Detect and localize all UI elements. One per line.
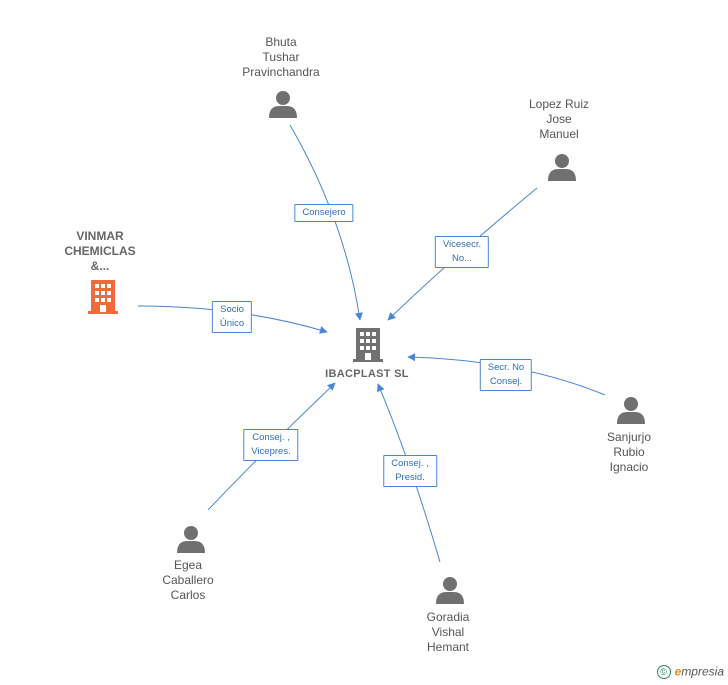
copyright-notice: ©empresia [656,663,724,679]
edge-label-lopez: Vicesecr. No... [434,236,490,268]
person-label-egea[interactable]: Egea Caballero Carlos [162,558,214,602]
person-icon[interactable] [436,577,464,604]
edge-label-egea: Consej. , Vicepres. [243,429,299,461]
person-icon[interactable] [269,91,297,118]
person-icon[interactable] [177,526,205,553]
person-icon[interactable] [548,154,576,181]
edge-bhuta [289,124,363,321]
edge-label-goradia: Consej. , Presid. [383,455,437,487]
person-label-sanjurjo[interactable]: Sanjurjo Rubio Ignacio [606,430,652,474]
person-icon[interactable] [617,397,645,424]
company-building-icon[interactable] [88,280,118,314]
person-label-goradia[interactable]: Goradia Vishal Hemant [426,610,470,654]
center-label[interactable]: IBACPLAST SL [325,368,409,380]
person-label-lopez[interactable]: Lopez Ruiz Jose Manuel [528,97,590,141]
company-label-vinmar[interactable]: VINMAR CHEMICLAS &... [64,229,136,273]
brand-logo[interactable]: empresia [674,665,724,679]
center-building-icon[interactable] [353,328,383,362]
edge-label-bhuta: Consejero [294,204,354,222]
person-label-bhuta[interactable]: Bhuta Tushar Pravinchandra [242,35,320,79]
edge-label-sanjurjo: Secr. No Consej. [479,359,533,391]
edge-label-company: Socio Único [211,301,253,333]
copyright-icon: © [656,665,671,679]
